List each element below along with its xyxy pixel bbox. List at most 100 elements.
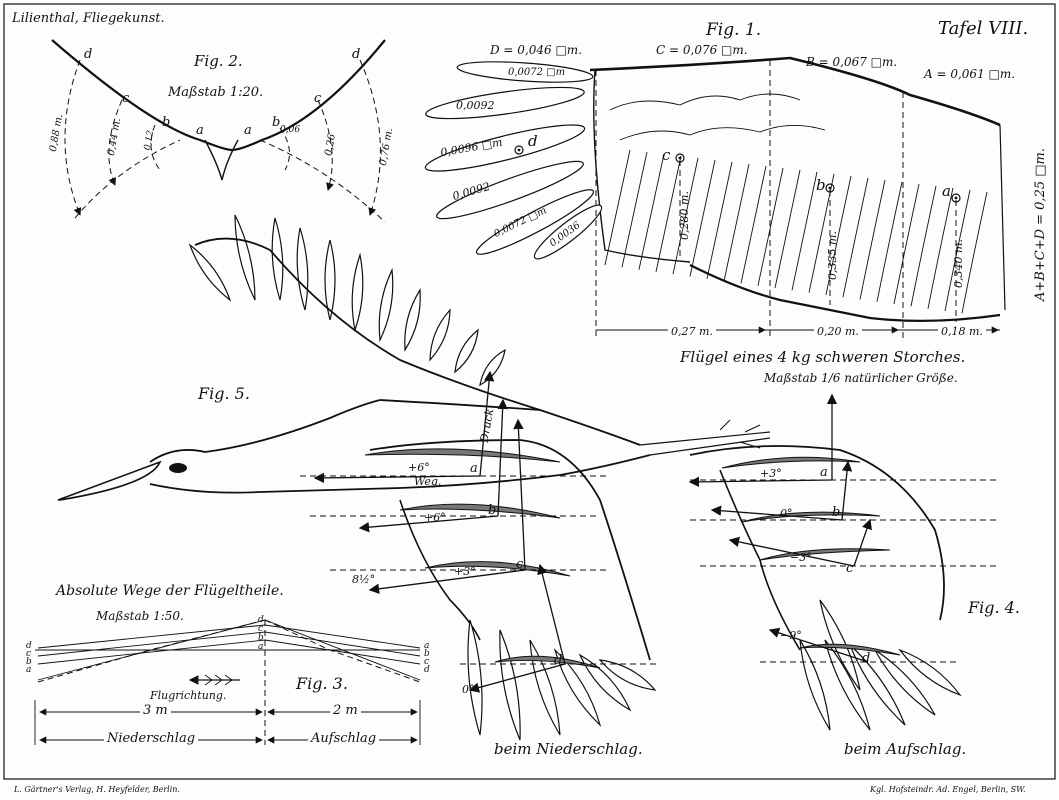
- fig2-front-view: [51, 39, 386, 223]
- fig3-label: Fig. 3.: [296, 674, 348, 693]
- fig1-point-d: d: [528, 132, 538, 150]
- fig5-lower-wing-primaries: [467, 619, 657, 741]
- fig1-secondary-feather-line: [723, 163, 750, 282]
- fig2-lower-path-right: [259, 139, 386, 223]
- fig5-lower-feather: [467, 619, 483, 736]
- fig1-leading-edge: [589, 56, 1001, 127]
- fig5-force-d: [537, 563, 566, 665]
- fig4-weg-b: [710, 505, 843, 521]
- fig4-angle-c: −3°: [790, 551, 812, 564]
- fig1-covert-row-1: [609, 93, 801, 111]
- fig1-root-edge: [999, 124, 1006, 311]
- fig1-point-c: c: [662, 146, 671, 164]
- fig5-upper-feather: [188, 243, 232, 302]
- fig3-direction: Flugrichtung.: [150, 689, 227, 702]
- fig2-arc-c-right: [317, 99, 334, 191]
- fig1-primary-label-1: 0,0072 □m: [508, 67, 566, 78]
- fig4-angle-b: 0°: [780, 507, 793, 520]
- fig5-weg: Weg.: [414, 475, 442, 488]
- fig4-feather: [824, 639, 871, 731]
- fig4-weg-a: [688, 476, 833, 488]
- fig4-wing-top: [689, 445, 945, 621]
- fig1-secondary-feather-line: [842, 177, 869, 298]
- fig1-primary-label-2: 0,0092: [456, 99, 495, 112]
- fig1-area-d: D = 0,046 □m.: [490, 43, 583, 57]
- fig1-secondary-feather-line: [638, 153, 665, 270]
- fig5-caption: beim Niederschlag.: [494, 740, 643, 758]
- fig1-secondary-feathers: [604, 149, 988, 314]
- fig5-upper-feather: [404, 288, 421, 352]
- fig5-upper-feather: [234, 214, 256, 301]
- fig5-profile-c: [424, 561, 571, 577]
- fig2-point-d-right: d: [352, 47, 361, 62]
- fig1-secondary-feather-line: [791, 171, 818, 291]
- fig1-span-2: 0,20 m.: [814, 326, 862, 337]
- fig1-secondary-feather-line: [859, 179, 886, 300]
- fig3-path-a: [37, 624, 421, 649]
- fig5-lower-feather: [553, 648, 602, 727]
- fig5-lower-feather: [529, 639, 561, 736]
- fig5-profile-b: [399, 503, 561, 519]
- fig1-secondary-feather-line: [876, 181, 903, 302]
- fig1-width-a: 0,340 m.: [951, 239, 965, 288]
- fig2-label: Fig. 2.: [194, 52, 243, 70]
- fig5-angle-side: 8½°: [352, 573, 376, 586]
- fig3-dist-down: 3 m: [140, 704, 171, 717]
- fig1-secondary-feather-line: [672, 157, 699, 275]
- fig4-feather: [874, 649, 936, 716]
- footer-publisher: L. Gärtner's Verlag, H. Heyfelder, Berli…: [14, 785, 180, 794]
- fig3-phase-up: Aufschlag: [308, 732, 380, 745]
- fig1-span-3: 0,18 m.: [938, 326, 986, 337]
- fig1-covert-row-2: [619, 125, 826, 141]
- fig5-upper-feather: [454, 328, 479, 374]
- fig5-stork: [57, 214, 771, 741]
- fig2-body: [204, 139, 239, 181]
- fig5-point-c: c: [516, 557, 524, 572]
- fig1-span-1: 0,27 m.: [668, 326, 716, 337]
- fig5-angle-a: +6°: [408, 461, 430, 474]
- fig4-point-b: b: [832, 505, 841, 520]
- fig1-secondary-feather-line: [961, 191, 988, 314]
- fig1-primary-4: [436, 160, 584, 220]
- fig5-weg-arrow-c: [368, 569, 526, 594]
- fig4-force-b: [841, 460, 853, 521]
- fig1-point-b: b: [816, 176, 826, 194]
- fig2-dim-a-right: 0,06: [280, 125, 301, 135]
- fig1-centroid-c: [675, 153, 685, 163]
- fig5-weg-arrow-d: [468, 663, 566, 693]
- fig5-point-b: b: [488, 503, 497, 518]
- fig5-label: Fig. 5.: [198, 384, 250, 403]
- fig5-force-c: [513, 418, 526, 571]
- fig2-arc-d-right: [359, 59, 381, 216]
- fig4-point-d: d: [862, 651, 871, 666]
- fig5-lower-feather: [499, 629, 521, 741]
- fig5-force-b: [497, 398, 508, 517]
- fig4-primaries: [799, 599, 962, 731]
- fig2-point-c-right: c: [314, 91, 322, 106]
- fig3-path-d-dash-right: [264, 619, 421, 683]
- fig2-point-a-left: a: [196, 123, 204, 138]
- fig2-arc-b-left: [150, 124, 161, 171]
- fig1-secondary-feather-line: [655, 155, 682, 272]
- fig1-caption: Flügel eines 4 kg schweren Storches.: [680, 348, 966, 366]
- fig1-secondary-feather-line: [825, 175, 852, 295]
- fig2-point-b-right: b: [272, 115, 281, 130]
- fig4-wing: [688, 393, 1000, 731]
- fig1-wing: [424, 56, 1006, 340]
- fig5-upper-feather: [378, 267, 394, 343]
- header-plate: Tafel VIII.: [938, 18, 1029, 39]
- fig4-label: Fig. 4.: [968, 598, 1020, 617]
- fig5-angle-d: 0°: [462, 683, 475, 696]
- fig5-point-a: a: [470, 461, 478, 476]
- fig4-angle-d: −9°: [780, 629, 802, 642]
- fig3-paths: [34, 619, 421, 745]
- fig2-arc-d-left: [64, 59, 82, 216]
- fig1-centroid-b: [825, 183, 835, 193]
- fig5-upper-wing: [188, 214, 506, 387]
- fig2-point-b-left: b: [162, 115, 171, 130]
- fig3-scale: Maßstab 1:50.: [96, 609, 184, 623]
- fig1-trailing-edge: [689, 264, 1001, 322]
